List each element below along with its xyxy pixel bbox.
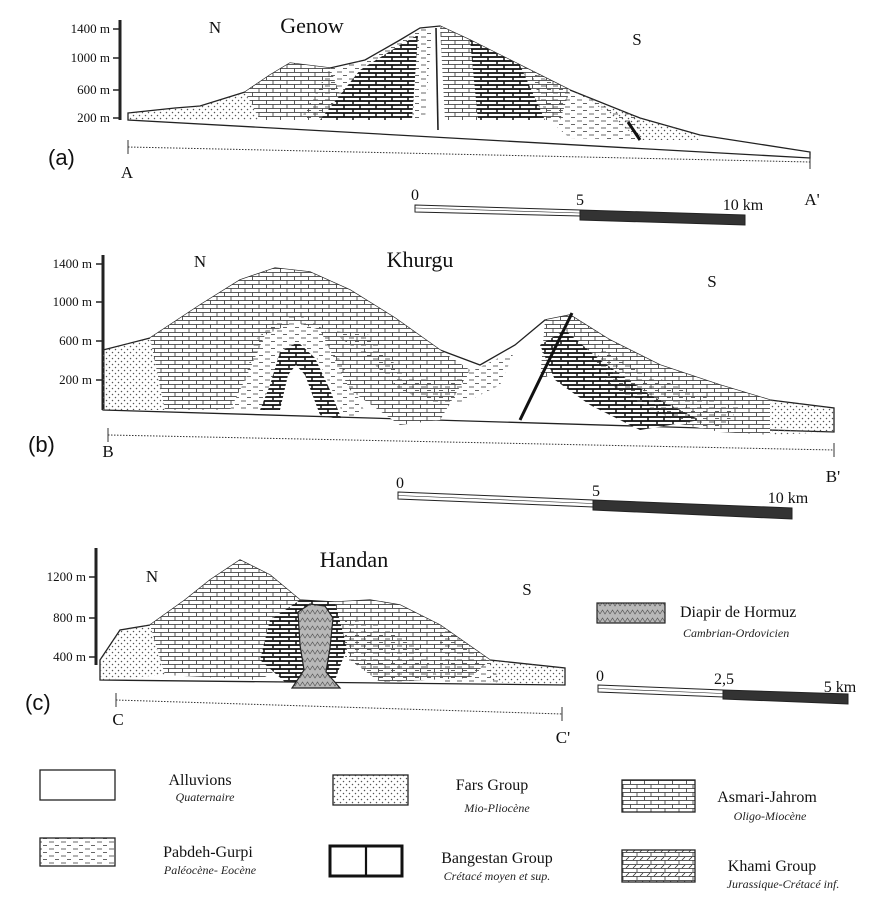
geologic-profile — [102, 267, 835, 435]
diapir-swatch — [596, 602, 666, 624]
legend-item-khami: Khami Group Jurassique-Crétacé inf. — [621, 849, 840, 891]
south-label: S — [707, 272, 716, 291]
legend-name: Khami Group — [728, 858, 816, 875]
geologic-profile — [99, 559, 566, 689]
south-label: S — [632, 30, 641, 49]
scale-label: 2,5 — [714, 671, 734, 688]
section-c: 1200 m 800 m 400 m Handan N S (c) C C' — [25, 547, 857, 747]
legend: Alluvions Quaternaire Fars Group Mio-Pli… — [39, 769, 840, 891]
scale-label: 0 — [596, 668, 604, 685]
section-title: Khurgu — [387, 247, 454, 272]
legend-name: Pabdeh-Gurpi — [163, 844, 253, 861]
section-line — [107, 434, 835, 451]
south-label: S — [522, 580, 531, 599]
scale-bar: 0 2,5 5 km — [596, 668, 857, 705]
scale-label: 0 — [411, 187, 419, 204]
legend-name: Alluvions — [168, 772, 231, 789]
diapir-age: Cambrian-Ordovicien — [683, 626, 789, 640]
legend-item-alluvions: Alluvions Quaternaire — [39, 769, 236, 804]
legend-swatch — [621, 779, 696, 813]
section-title: Handan — [320, 547, 388, 572]
scale-bar: 0 5 10 km — [411, 187, 764, 226]
elevation-label: 600 m — [59, 333, 92, 348]
elevation-label: 200 m — [59, 372, 92, 387]
section-end-label: B' — [826, 467, 840, 486]
scale-label: 5 km — [824, 679, 857, 696]
legend-item-bangestan: Bangestan Group Crétacé moyen et sup. — [328, 844, 553, 883]
section-end-label: C' — [556, 728, 570, 747]
legend-name: Bangestan Group — [441, 850, 553, 867]
section-b: 1400 m 1000 m 600 m 200 m Khurgu N S (b)… — [28, 247, 840, 520]
elevation-label: 600 m — [77, 82, 110, 97]
diapir-name: Diapir de Hormuz — [680, 604, 796, 621]
elevation-axis: 1400 m 1000 m 600 m 200 m — [53, 255, 105, 410]
legend-name: Asmari-Jahrom — [717, 789, 817, 806]
legend-item-pabdeh: Pabdeh-Gurpi Paléocène- Eocène — [39, 837, 257, 877]
section-start-label: C — [112, 710, 123, 729]
legend-swatch — [332, 774, 409, 806]
elevation-axis: 1400 m 1000 m 600 m 200 m — [71, 20, 122, 125]
section-line — [115, 699, 563, 715]
section-a: 1400 m 1000 m 600 m 200 m Genow N S (a) … — [48, 13, 820, 226]
panel-label: (a) — [48, 145, 75, 170]
north-label: N — [194, 252, 206, 271]
scale-label: 5 — [592, 483, 600, 500]
legend-age: Mio-Pliocène — [463, 801, 530, 815]
elevation-label: 1200 m — [47, 569, 86, 584]
section-title: Genow — [280, 13, 344, 38]
elevation-label: 1000 m — [71, 50, 110, 65]
panel-label: (b) — [28, 432, 55, 457]
north-label: N — [146, 567, 158, 586]
section-start-label: B — [102, 442, 113, 461]
legend-swatch — [621, 849, 696, 883]
legend-age: Jurassique-Crétacé inf. — [727, 877, 840, 891]
section-start-label: A — [121, 163, 134, 182]
legend-item-fars: Fars Group Mio-Pliocène — [332, 774, 530, 815]
section-end-label: A' — [804, 190, 819, 209]
scale-label: 0 — [396, 475, 404, 492]
legend-age: Quaternaire — [176, 790, 236, 804]
diapir-legend: Diapir de Hormuz Cambrian-Ordovicien — [596, 602, 796, 640]
scale-label: 5 — [576, 192, 584, 209]
scale-label: 10 km — [768, 490, 809, 507]
diapir-body — [290, 603, 342, 689]
elevation-label: 1400 m — [53, 256, 92, 271]
elevation-axis: 1200 m 800 m 400 m — [47, 548, 98, 665]
north-label: N — [209, 18, 221, 37]
legend-name: Fars Group — [456, 777, 528, 794]
legend-age: Paléocène- Eocène — [163, 863, 257, 877]
scale-bar: 0 5 10 km — [396, 475, 809, 520]
elevation-label: 1000 m — [53, 294, 92, 309]
section-line — [127, 146, 811, 163]
elevation-label: 800 m — [53, 610, 86, 625]
elevation-label: 400 m — [53, 649, 86, 664]
legend-item-asmari: Asmari-Jahrom Oligo-Miocène — [621, 779, 817, 823]
elevation-label: 1400 m — [71, 21, 110, 36]
legend-age: Crétacé moyen et sup. — [444, 869, 551, 883]
legend-swatch — [39, 837, 116, 867]
elevation-label: 200 m — [77, 110, 110, 125]
scale-label: 10 km — [723, 197, 764, 214]
legend-swatch — [39, 769, 116, 801]
legend-age: Oligo-Miocène — [734, 809, 807, 823]
panel-label: (c) — [25, 690, 51, 715]
geologic-profile — [127, 25, 811, 159]
